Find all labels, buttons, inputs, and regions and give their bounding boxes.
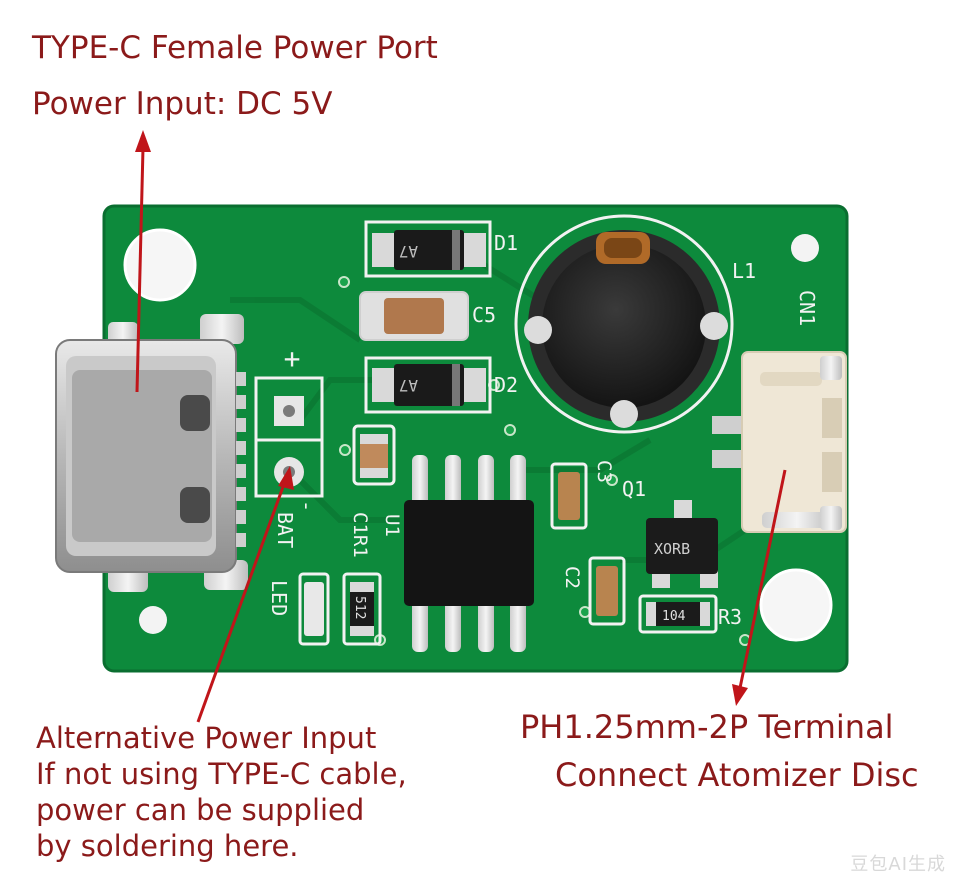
alt-line-1: Alternative Power Input	[36, 721, 377, 755]
terminal-desc-label: Connect Atomizer Disc	[555, 756, 919, 794]
c3-label: C3	[593, 460, 615, 483]
q1-label: Q1	[622, 477, 646, 501]
arrow-to-usb-c	[135, 147, 145, 393]
arrow-head-terminal	[732, 684, 748, 706]
ph-terminal-cn1	[712, 351, 847, 533]
led-component	[298, 572, 330, 646]
resistor-r3: 104	[638, 594, 718, 634]
watermark: 豆包AI生成	[850, 854, 946, 875]
resistor-r1: 512	[342, 572, 382, 646]
arrow-head-usb-c	[135, 130, 151, 152]
bat-label: BAT	[273, 512, 297, 548]
diode-d1: A7	[364, 220, 492, 278]
power-input-label: Power Input: DC 5V	[32, 86, 333, 122]
annotation-arrows	[135, 130, 787, 723]
d2-label: D2	[494, 373, 518, 397]
arrow-to-terminal	[738, 469, 787, 689]
bat-minus-label: -	[295, 500, 319, 512]
terminal-title-label: PH1.25mm-2P Terminal	[520, 708, 894, 746]
transistor-q1: XORB	[646, 500, 718, 588]
inductor-l1	[514, 214, 734, 434]
d1-label: D1	[494, 231, 518, 255]
c2-label: C2	[561, 566, 583, 589]
ic-u1	[404, 455, 534, 652]
capacitor-c2	[588, 556, 626, 626]
u1-label: U1	[381, 514, 403, 537]
alt-line-2: If not using TYPE-C cable,	[36, 757, 407, 791]
type-c-port-label: TYPE-C Female Power Port	[32, 30, 438, 66]
arrow-head-bat-pads	[278, 466, 294, 490]
svg-text:104: 104	[662, 609, 686, 624]
capacitor-c1	[352, 424, 396, 486]
svg-text:512: 512	[352, 596, 367, 619]
capacitor-c3	[550, 462, 588, 530]
capacitor-c5	[359, 291, 469, 341]
alt-line-4: by soldering here.	[36, 829, 299, 863]
r3-label: R3	[718, 605, 742, 629]
l1-label: L1	[732, 259, 756, 283]
bat-plus-label: +	[284, 342, 301, 375]
c1r1-label: C1R1	[349, 512, 371, 558]
svg-text:A7: A7	[399, 376, 418, 395]
usb-c-connector	[55, 314, 248, 592]
alt-line-3: power can be supplied	[36, 793, 365, 827]
alternative-power-note: Alternative Power Input If not using TYP…	[36, 720, 407, 864]
svg-text:XORB: XORB	[654, 540, 690, 558]
arrow-to-bat-pads	[196, 483, 286, 723]
svg-text:A7: A7	[399, 242, 418, 261]
led-label: LED	[267, 580, 291, 616]
c5-label: C5	[472, 303, 496, 327]
diode-d2: A7	[364, 356, 492, 414]
cn1-label: CN1	[795, 290, 819, 326]
mounting-holes	[123, 228, 833, 642]
